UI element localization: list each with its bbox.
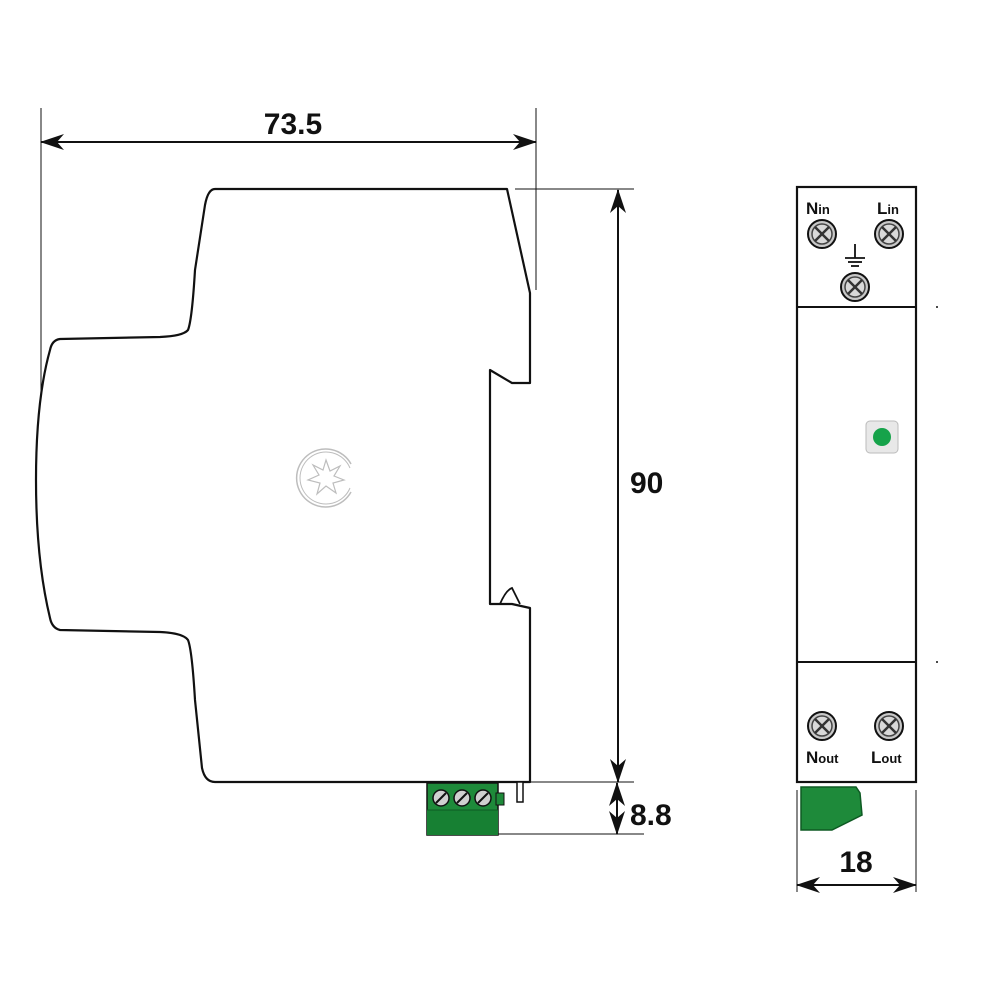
side-pin xyxy=(516,781,524,803)
status-led-icon xyxy=(865,420,899,454)
screw-terminal-icon xyxy=(839,271,871,303)
terminal-label-n-out: Nout xyxy=(806,748,839,767)
housing-outline xyxy=(34,187,532,784)
din-clip xyxy=(499,586,521,605)
screw-terminal-icon xyxy=(806,218,838,250)
dim-connector-label: 8.8 xyxy=(630,799,672,832)
front-connector xyxy=(800,786,863,831)
terminal-label-n-in: Nin xyxy=(806,199,830,218)
dim-width-label: 73.5 xyxy=(264,108,322,141)
dim-height-label: 90 xyxy=(630,467,663,500)
dim-front-width-label: 18 xyxy=(839,846,872,879)
screw-terminal-icon xyxy=(873,710,905,742)
side-view: 73.5 90 8.8 xyxy=(34,108,672,836)
front-view: Nin Lin Nout Lout 18 xyxy=(795,185,938,893)
screw-terminal-icon xyxy=(806,710,838,742)
terminal-block-connector xyxy=(426,782,505,836)
screw-terminal-icon xyxy=(873,218,905,250)
ground-symbol-icon xyxy=(845,244,865,267)
terminal-label-l-in: Lin xyxy=(877,199,899,218)
logo-watermark-icon xyxy=(295,448,352,508)
terminal-label-l-out: Lout xyxy=(871,748,902,767)
